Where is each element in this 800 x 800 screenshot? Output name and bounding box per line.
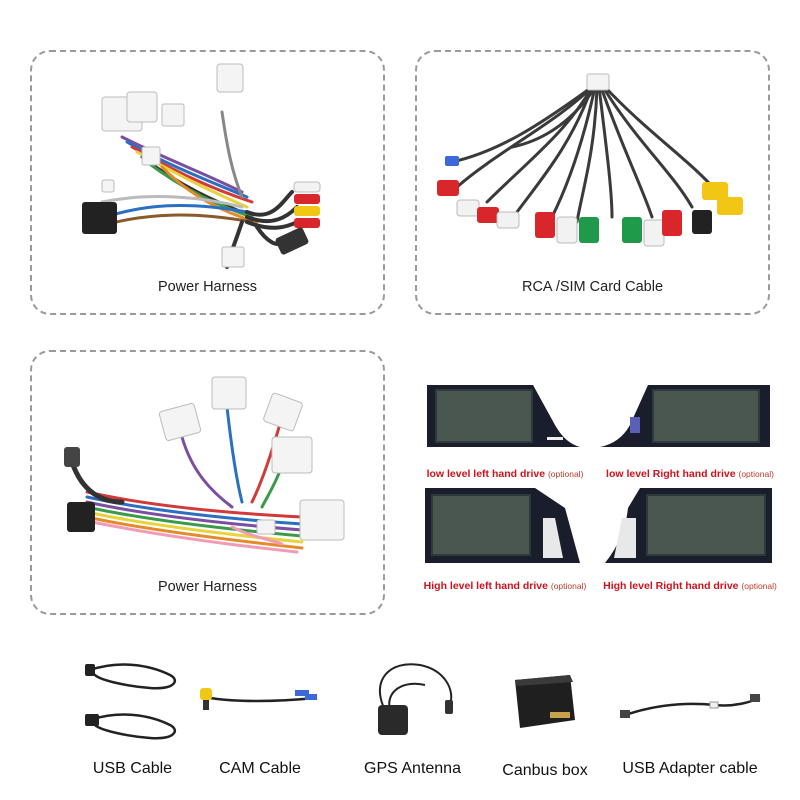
frame-high-left: High level left hand drive (optional): [415, 488, 595, 598]
frame-low-right-label: low level Right hand drive (optional): [606, 468, 774, 480]
power-harness-card-top: Power Harness: [30, 50, 385, 315]
frame-low-right: low level Right hand drive (optional): [600, 385, 780, 485]
frame-low-left: low level left hand drive (optional): [415, 385, 595, 485]
usb-cable-item: USB Cable: [80, 650, 185, 790]
gps-antenna-image: [378, 663, 453, 735]
power-harness-card-bottom: Power Harness: [30, 350, 385, 615]
frame-high-right: High level Right hand drive (optional): [600, 488, 780, 598]
frame-high-left-image: [425, 488, 580, 563]
power-harness-image: [82, 63, 321, 269]
canbus-box-item: Canbus box: [495, 650, 595, 790]
usb-cable-label: USB Cable: [92, 760, 173, 777]
usb-adapter-cable-label: USB Adapter cable: [622, 760, 758, 777]
frame-high-right-image: [605, 488, 772, 563]
power-harness-label: Power Harness: [157, 279, 258, 295]
cam-cable-image: [200, 688, 317, 710]
rca-sim-cable-image: [437, 73, 743, 247]
gps-antenna-item: GPS Antenna: [360, 650, 465, 790]
rca-sim-cable-label: RCA /SIM Card Cable: [521, 279, 664, 295]
power-harness-image-2: [64, 376, 345, 554]
frame-low-right-image: [600, 385, 770, 447]
power-harness-label-2: Power Harness: [157, 579, 258, 595]
frame-high-right-label: High level Right hand drive (optional): [603, 580, 777, 592]
rca-sim-cable-card: RCA /SIM Card Cable: [415, 50, 770, 315]
frame-low-left-image: [427, 385, 580, 447]
usb-cable-image: [85, 663, 176, 740]
frame-low-left-label: low level left hand drive (optional): [426, 468, 584, 480]
frame-high-left-label: High level left hand drive (optional): [423, 580, 587, 592]
canbus-box-image: [515, 675, 575, 728]
gps-antenna-label: GPS Antenna: [364, 760, 461, 777]
usb-adapter-cable-image: [620, 694, 761, 718]
cam-cable-item: CAM Cable: [195, 650, 325, 790]
usb-adapter-cable-item: USB Adapter cable: [615, 650, 765, 790]
canbus-box-label: Canbus box: [502, 762, 588, 779]
cam-cable-label: CAM Cable: [219, 760, 301, 777]
